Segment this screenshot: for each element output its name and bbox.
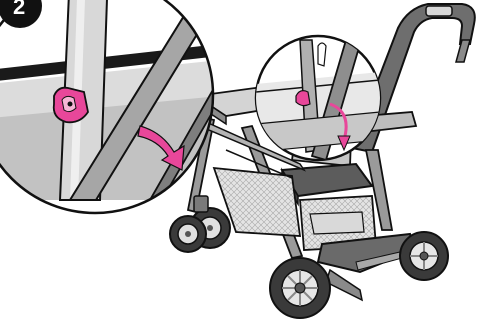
release-latch-highlight-left — [54, 88, 88, 123]
rear-wheel-left — [270, 258, 330, 318]
rear-wheel-right — [400, 232, 448, 280]
front-wheel-pair — [170, 196, 230, 252]
detail-callout-right — [256, 36, 380, 160]
release-latch-highlight-right — [296, 91, 310, 106]
detail-callout-left — [0, 0, 240, 213]
step-number: 2 — [13, 0, 25, 19]
